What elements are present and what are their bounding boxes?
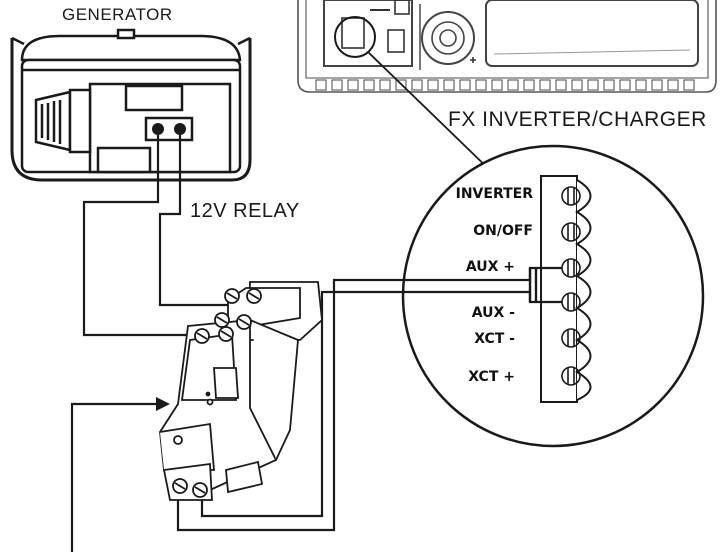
arrow-head <box>156 397 170 411</box>
terminal-label-inverter: INVERTER <box>455 186 533 202</box>
terminal-block <box>540 175 592 403</box>
generator-terminal-1 <box>152 123 164 135</box>
terminal-label-on-off: ON/OFF <box>473 223 533 239</box>
generator-label: GENERATOR <box>62 5 173 24</box>
signal-arrow <box>70 402 158 552</box>
leader-line <box>367 51 497 177</box>
terminal-label-xct-plus: XCT + <box>468 369 515 385</box>
terminal-highlight-circle <box>334 16 376 58</box>
inverter-label: FX INVERTER/CHARGER <box>448 108 707 131</box>
wires <box>82 135 562 532</box>
generator <box>10 28 252 182</box>
generator-terminal-2 <box>174 123 186 135</box>
fx-inverter <box>297 0 717 93</box>
relay-label: 12V RELAY <box>190 200 300 222</box>
terminal-label-xct-minus: XCT - <box>474 331 515 347</box>
relay <box>159 281 323 501</box>
terminal-label-aux-plus: AUX + <box>465 259 515 275</box>
terminal-label-aux-minus: AUX - <box>471 305 515 321</box>
